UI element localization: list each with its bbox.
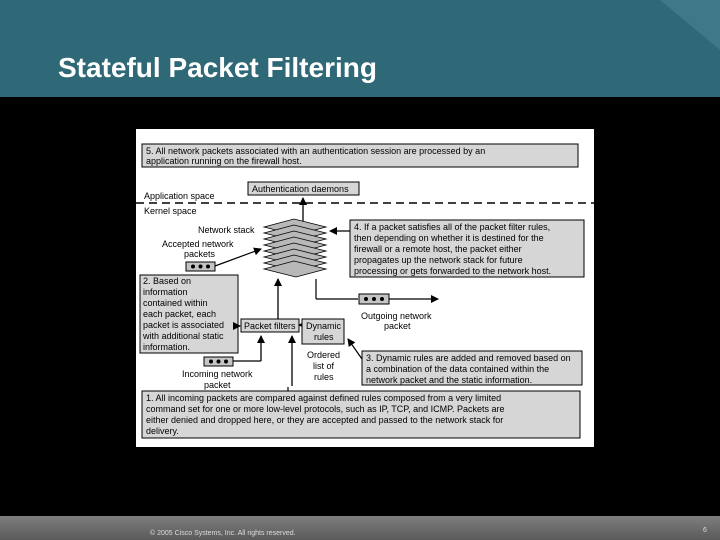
outgoing-packet-icon [358, 293, 390, 305]
arrow-step3-to-dynamic [347, 338, 363, 360]
accepted-packets-line-1: Accepted network [162, 239, 234, 249]
step4-line-5: processing or gets forwarded to the netw… [354, 266, 551, 276]
ordered-rules-line-2: list of [313, 361, 335, 371]
application-space-label: Application space [144, 191, 215, 201]
step1-line-2: command set for one or more low-level pr… [146, 404, 505, 414]
step4-line-1: 4. If a packet satisfies all of the pack… [354, 222, 550, 232]
step2-line-5: packet is associated [143, 320, 224, 330]
step3-line-1: 3. Dynamic rules are added and removed b… [366, 353, 571, 363]
dynamic-rules-line-2: rules [314, 332, 334, 342]
step4-box: 4. If a packet satisfies all of the pack… [349, 219, 585, 278]
step2-line-1: 2. Based on [143, 276, 191, 286]
step1-line-4: delivery. [146, 426, 179, 436]
page-number: 6 [703, 527, 707, 534]
step4-line-4: propagates up the network stack for futu… [354, 255, 523, 265]
outgoing-packet-line-1: Outgoing network [361, 311, 432, 321]
stateful-filtering-diagram: 5. All network packets associated with a… [136, 129, 594, 447]
slide-title: Stateful Packet Filtering [58, 52, 377, 83]
step3-line-3: network packet and the static informatio… [366, 375, 532, 385]
dynamic-rules-line-1: Dynamic [306, 321, 342, 331]
title-bar [0, 0, 720, 97]
ordered-rules-line-3: rules [314, 372, 334, 382]
step1-box: 1. All incoming packets are compared aga… [141, 390, 581, 439]
kernel-space-label: Kernel space [144, 206, 197, 216]
footer-bar [0, 516, 720, 540]
step4-line-3: firewall or a remote host, the packet ei… [354, 244, 522, 254]
ordered-rules-line-1: Ordered [307, 350, 340, 360]
copyright-text: © 2005 Cisco Systems, Inc. All rights re… [150, 530, 296, 537]
network-stack-label: Network stack [198, 225, 255, 235]
incoming-packet-line-2: packet [204, 380, 231, 390]
auth-daemons-box: Authentication daemons [247, 181, 360, 196]
step2-line-3: contained within [143, 298, 208, 308]
incoming-packet-icon [203, 356, 234, 367]
ordered-rules-box: Ordered list of rules [304, 348, 345, 386]
step3-box: 3. Dynamic rules are added and removed b… [361, 350, 583, 386]
step3-line-2: a combination of the data contained with… [366, 364, 549, 374]
header-corner-accent [660, 0, 720, 50]
step1-line-1: 1. All incoming packets are compared aga… [146, 393, 501, 403]
incoming-packet-line-1: Incoming network [182, 369, 253, 379]
step2-line-2: information [143, 287, 188, 297]
step2-line-4: each packet, each [143, 309, 216, 319]
step5-box: 5. All network packets associated with a… [141, 143, 579, 168]
step1-line-3: either denied and dropped here, or they … [146, 415, 503, 425]
step2-line-7: information. [143, 342, 190, 352]
step4-line-2: then depending on whether it is destined… [354, 233, 544, 243]
outgoing-packet-line-2: packet [384, 321, 411, 331]
step2-box: 2. Based on information contained within… [139, 274, 239, 354]
auth-daemons-label: Authentication daemons [252, 184, 349, 194]
step5-line-2: application running on the firewall host… [146, 156, 302, 166]
packet-filters-box: Packet filters [240, 318, 300, 333]
step2-line-6: with additional static [142, 331, 224, 341]
network-stack-icon [262, 218, 328, 278]
step5-line-1: 5. All network packets associated with a… [146, 146, 485, 156]
packet-filters-label: Packet filters [244, 321, 296, 331]
arrow-accepted-to-stack [214, 247, 262, 267]
accepted-packet-icon [185, 261, 216, 272]
accepted-packets-line-2: packets [184, 249, 216, 259]
dynamic-rules-box: Dynamic rules [301, 318, 345, 345]
